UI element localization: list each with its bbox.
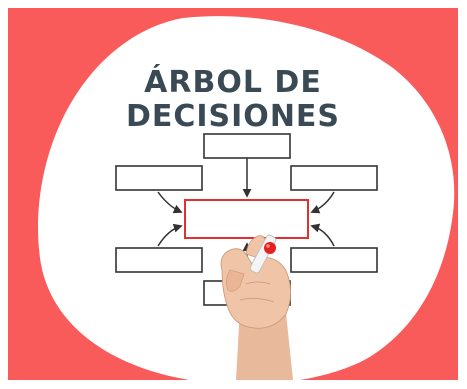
arrow-right-upper-to-center [310, 191, 335, 214]
arrow-left-upper-to-center [157, 191, 183, 214]
blob-shape [38, 16, 455, 380]
white-blob-background [38, 16, 455, 380]
knuckle-line-1 [245, 281, 271, 285]
decision-tree-diagram [115, 133, 378, 380]
marker-tip-highlight [266, 244, 270, 248]
right-upper-box [290, 165, 378, 191]
knuckle-line-2 [239, 298, 275, 303]
hand-illustration [220, 234, 293, 380]
center-box [184, 199, 309, 239]
right-lower-box [290, 247, 378, 273]
arrow-left-lower-to-center [157, 223, 183, 247]
top-box [203, 133, 291, 159]
marker-red-tip [264, 242, 276, 254]
arrow-right-lower-to-center [310, 223, 335, 247]
title-line-1: ÁRBOL DE [144, 65, 322, 100]
thumb [226, 269, 245, 292]
palm [220, 248, 291, 329]
title-line-2: DECISIONES [125, 99, 341, 134]
poster-frame: ÁRBOL DE DECISIONES [8, 8, 458, 380]
left-upper-box [115, 165, 203, 191]
left-lower-box [115, 247, 203, 273]
